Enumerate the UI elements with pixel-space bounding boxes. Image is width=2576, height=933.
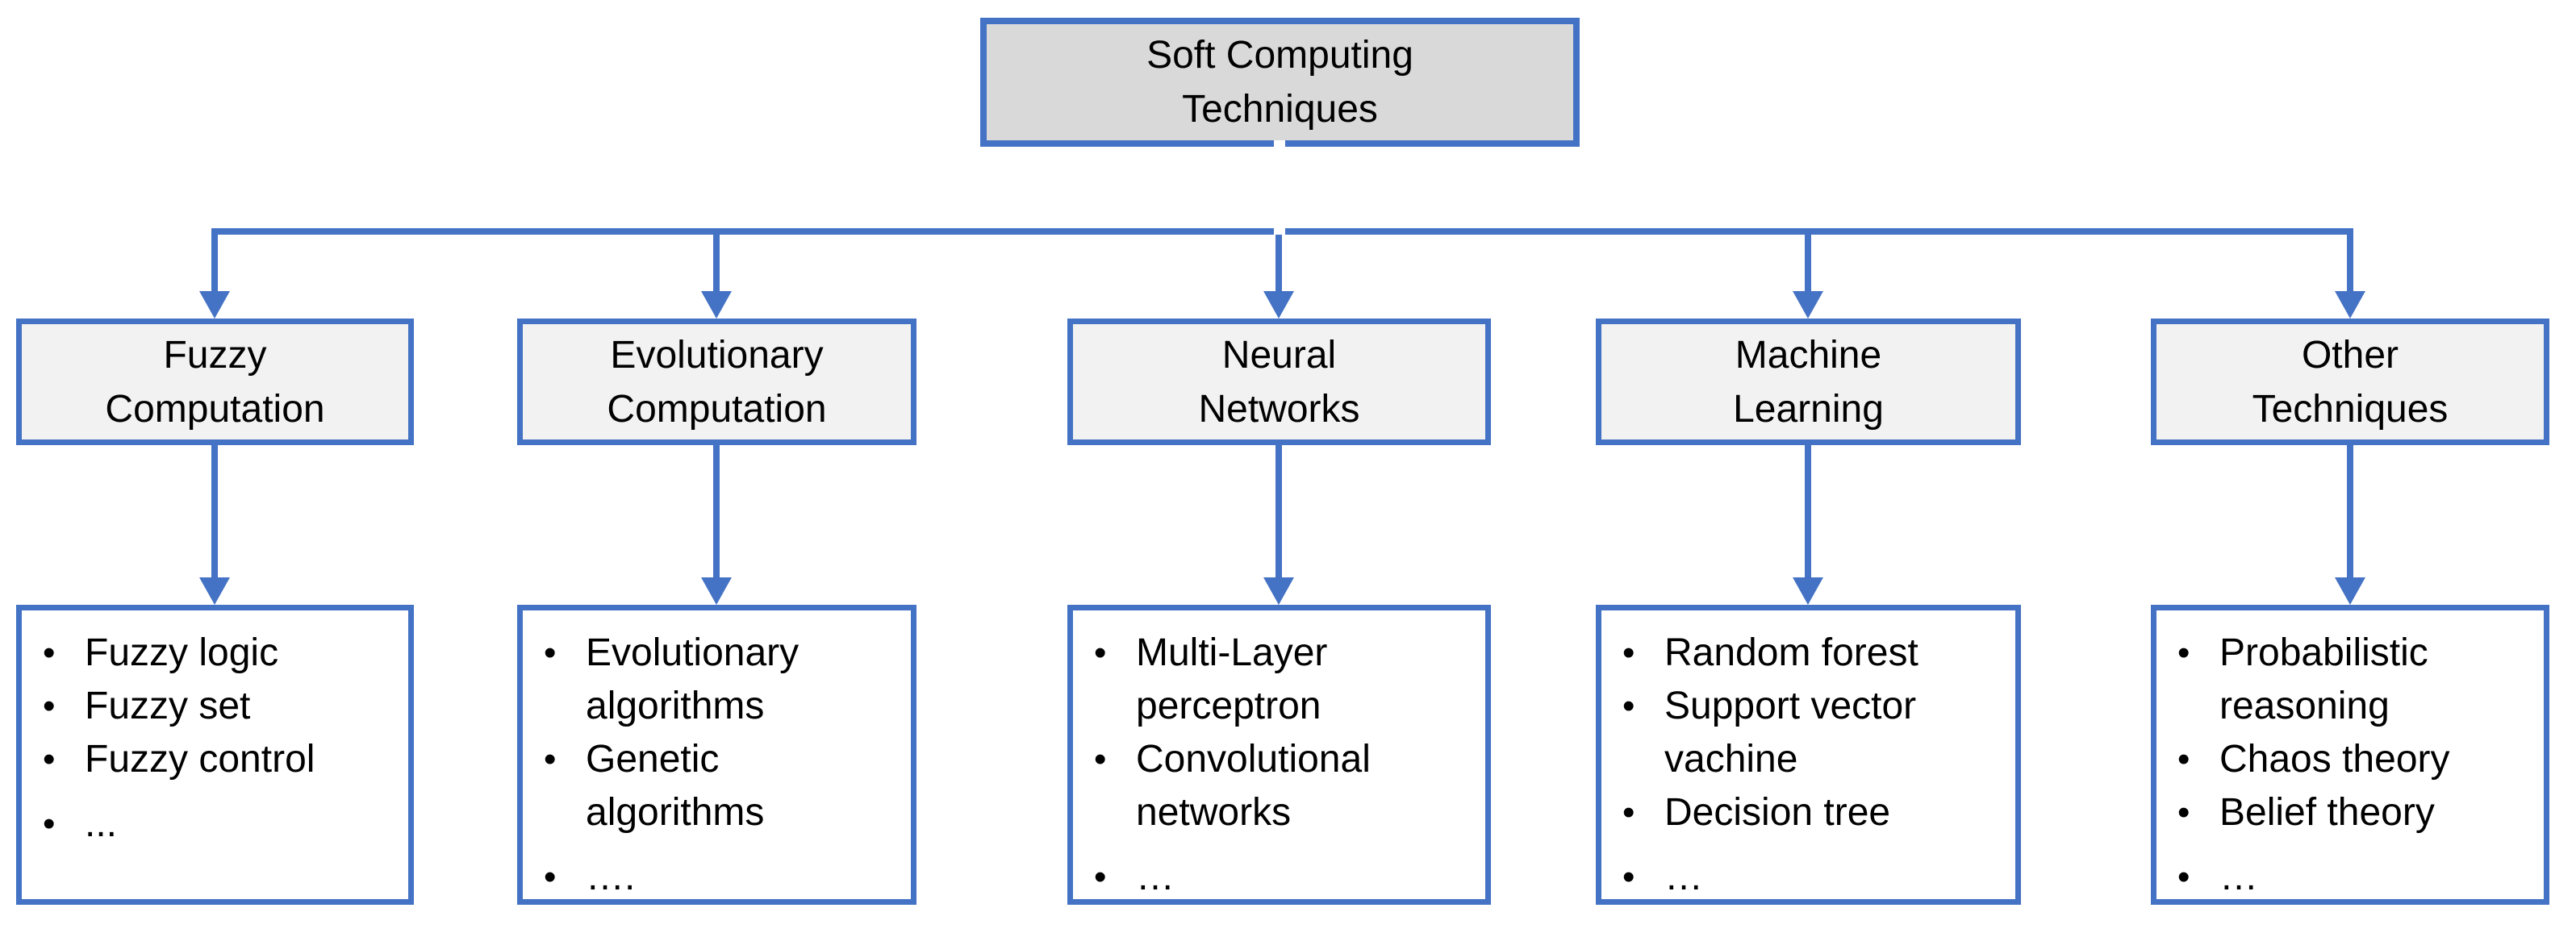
connector-line xyxy=(713,228,720,291)
connector-line xyxy=(2347,228,2353,291)
branch-label: Fuzzy Computation xyxy=(105,333,325,431)
arrow-down-icon xyxy=(1263,577,1294,605)
node-other-techniques: Other Techniques xyxy=(2151,319,2549,445)
arrow-down-icon xyxy=(199,291,230,319)
list-item: •Convolutional networks xyxy=(1094,733,1472,839)
list-fuzzy-computation: •Fuzzy logic •Fuzzy set •Fuzzy control •… xyxy=(16,605,414,905)
bullet-icon: • xyxy=(1094,633,1107,673)
list-item: •Genetic algorithms xyxy=(544,733,898,839)
bullet-icon: • xyxy=(43,739,56,779)
bullet-icon: • xyxy=(1094,739,1107,779)
bullet-icon: • xyxy=(1622,686,1635,726)
bullet-icon: • xyxy=(544,633,557,673)
list-item: •… xyxy=(2177,851,2531,904)
item-list: •Multi-Layer perceptron •Convolutional n… xyxy=(1073,610,1485,904)
node-machine-learning: Machine Learning xyxy=(1596,319,2021,445)
item-list: •Probabilistic reasoning •Chaos theory •… xyxy=(2156,610,2544,904)
arrow-down-icon xyxy=(1793,577,1823,605)
bullet-icon: • xyxy=(43,633,56,673)
connector-gap xyxy=(1274,228,1285,235)
bullet-icon: • xyxy=(1094,857,1107,897)
list-item: •Fuzzy set xyxy=(43,680,395,733)
list-item: •Probabilistic reasoning xyxy=(2177,627,2531,733)
bullet-icon: • xyxy=(43,804,56,843)
bullet-icon: • xyxy=(2177,739,2190,779)
connector-line xyxy=(1805,445,1811,578)
list-item: •Random forest xyxy=(1622,627,2002,680)
bullet-icon: • xyxy=(43,686,56,726)
connector-line xyxy=(1275,445,1282,578)
arrow-down-icon xyxy=(701,291,732,319)
root-label: Soft Computing Techniques xyxy=(1146,34,1413,131)
connector-line xyxy=(1805,228,1811,291)
branch-label: Neural Networks xyxy=(1198,333,1360,431)
list-item: •… xyxy=(1094,851,1472,904)
connector-gap xyxy=(1274,140,1285,148)
node-soft-computing-techniques: Soft Computing Techniques xyxy=(980,18,1580,147)
list-item: •Fuzzy logic xyxy=(43,627,395,680)
connector-line xyxy=(211,228,218,291)
item-list: •Random forest •Support vector vachine •… xyxy=(1601,610,2015,904)
arrow-down-icon xyxy=(1263,291,1294,319)
list-item: •Evolutionary algorithms xyxy=(544,627,898,733)
connector-line xyxy=(1275,235,1282,291)
list-machine-learning: •Random forest •Support vector vachine •… xyxy=(1596,605,2021,905)
list-item: •…. xyxy=(544,851,898,904)
arrow-down-icon xyxy=(2335,577,2365,605)
bullet-icon: • xyxy=(1622,793,1635,832)
list-item: •Belief theory xyxy=(2177,786,2531,839)
node-evolutionary-computation: Evolutionary Computation xyxy=(517,319,916,445)
list-item: •Fuzzy control xyxy=(43,733,395,786)
bullet-icon: • xyxy=(2177,857,2190,897)
list-item: •Chaos theory xyxy=(2177,733,2531,786)
list-item: •Support vector vachine xyxy=(1622,680,2002,786)
branch-label: Machine Learning xyxy=(1733,333,1884,431)
node-fuzzy-computation: Fuzzy Computation xyxy=(16,319,414,445)
bullet-icon: • xyxy=(1622,633,1635,673)
arrow-down-icon xyxy=(701,577,732,605)
list-item: •Decision tree xyxy=(1622,786,2002,839)
arrow-down-icon xyxy=(1793,291,1823,319)
list-other-techniques: •Probabilistic reasoning •Chaos theory •… xyxy=(2151,605,2549,905)
branch-label: Other Techniques xyxy=(2252,333,2449,431)
connector-line xyxy=(2347,445,2353,578)
item-list: •Evolutionary algorithms •Genetic algori… xyxy=(523,610,911,904)
bullet-icon: • xyxy=(544,857,557,897)
list-item: •… xyxy=(1622,851,2002,904)
connector-line xyxy=(211,445,218,578)
branch-label: Evolutionary Computation xyxy=(607,333,827,431)
bullet-icon: • xyxy=(2177,793,2190,832)
item-list: •Fuzzy logic •Fuzzy set •Fuzzy control •… xyxy=(22,610,408,851)
connector-line xyxy=(713,445,720,578)
list-item: •... xyxy=(43,798,395,851)
bullet-icon: • xyxy=(1622,857,1635,897)
arrow-down-icon xyxy=(2335,291,2365,319)
list-item: •Multi-Layer perceptron xyxy=(1094,627,1472,733)
bullet-icon: • xyxy=(2177,633,2190,673)
node-neural-networks: Neural Networks xyxy=(1067,319,1491,445)
list-evolutionary-computation: •Evolutionary algorithms •Genetic algori… xyxy=(517,605,916,905)
bullet-icon: • xyxy=(544,739,557,779)
list-neural-networks: •Multi-Layer perceptron •Convolutional n… xyxy=(1067,605,1491,905)
arrow-down-icon xyxy=(199,577,230,605)
